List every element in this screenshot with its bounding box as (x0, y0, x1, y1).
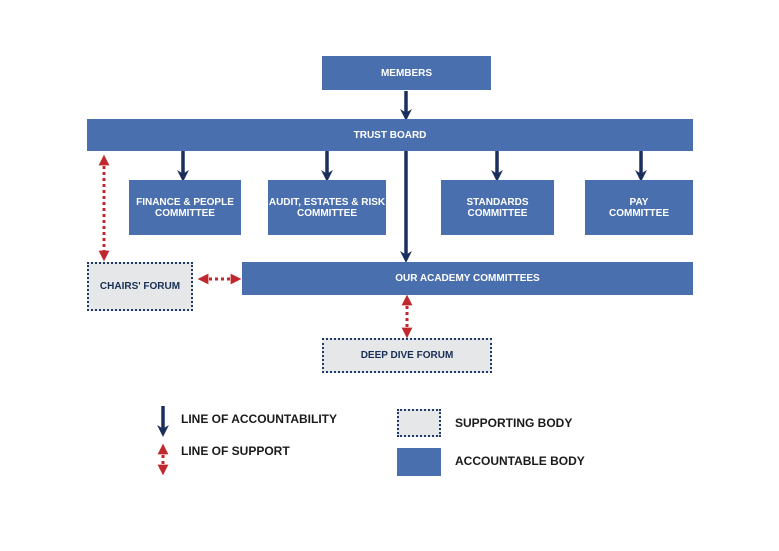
legend-accountable-body-label: ACCOUNTABLE BODY (455, 454, 585, 468)
audit-estates-risk-committee-box: AUDIT, ESTATES & RISK COMMITTEE (268, 180, 386, 235)
legend-supporting-body-label: SUPPORTING BODY (455, 416, 573, 430)
chairs-forum-box: CHAIRS' FORUM (87, 262, 193, 311)
legend-supporting-body-swatch (397, 409, 441, 437)
legend-support-label: LINE OF SUPPORT (181, 444, 290, 458)
trust-board-box: TRUST BOARD (87, 119, 693, 151)
pay-committee-box: PAY COMMITTEE (585, 180, 693, 235)
standards-committee-box: STANDARDS COMMITTEE (441, 180, 554, 235)
finance-people-committee-box: FINANCE & PEOPLE COMMITTEE (129, 180, 241, 235)
legend-accountability-label: LINE OF ACCOUNTABILITY (181, 412, 337, 426)
members-box: MEMBERS (322, 56, 491, 90)
academy-committees-box: OUR ACADEMY COMMITTEES (242, 262, 693, 295)
legend-accountable-body-swatch (397, 448, 441, 476)
deep-dive-forum-box: DEEP DIVE FORUM (322, 338, 492, 373)
